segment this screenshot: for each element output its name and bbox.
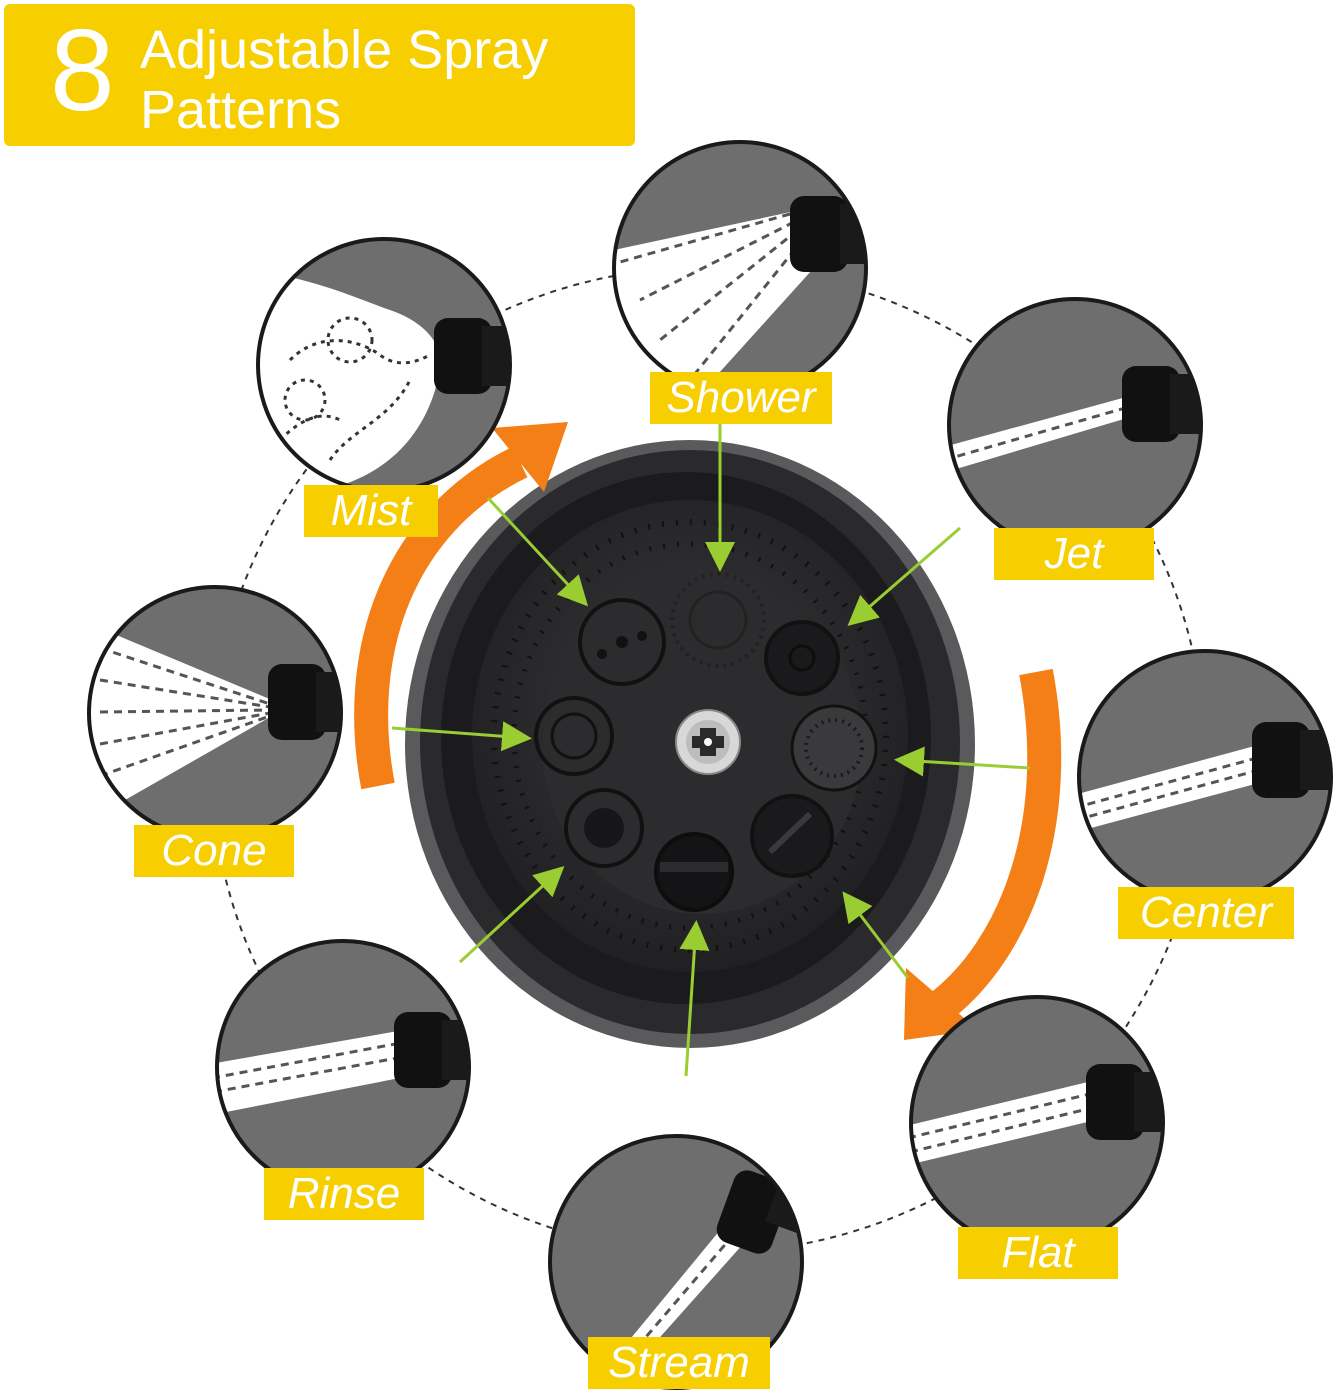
pointer-stream: [679, 920, 710, 1077]
nozzle-head: [405, 440, 975, 1048]
title-text: Adjustable Spray Patterns: [140, 20, 548, 140]
label-rinse: Rinse: [264, 1168, 424, 1220]
shower-spray-icon: [612, 140, 868, 396]
label-flat: Flat: [958, 1227, 1118, 1279]
pointer-arrows: [391, 420, 1031, 1077]
flat-spray-icon: [909, 995, 1165, 1251]
title-banner: 8 Adjustable Spray Patterns: [4, 4, 635, 146]
label-stream: Stream: [588, 1337, 770, 1389]
pointer-cone: [391, 721, 532, 752]
rinse-spray-icon: [215, 939, 471, 1195]
mist-spray-icon: [256, 237, 512, 493]
title-number: 8: [50, 5, 115, 135]
pointer-flat: [842, 891, 910, 979]
label-cone: Cone: [134, 825, 294, 877]
rotation-arrow-left: [354, 422, 568, 790]
pointer-mist: [486, 496, 589, 607]
pointer-jet: [847, 526, 961, 626]
label-center: Center: [1118, 887, 1294, 939]
title-line-2: Patterns: [140, 80, 342, 140]
label-jet: Jet: [994, 528, 1154, 580]
label-mist: Mist: [304, 485, 438, 537]
cone-spray-icon: [87, 585, 343, 841]
title-line-1: Adjustable Spray: [140, 20, 549, 80]
pointer-center: [894, 746, 1031, 777]
jet-spray-icon: [947, 297, 1203, 553]
center-spray-icon: [1077, 649, 1333, 905]
pointer-rinse: [458, 865, 565, 964]
label-shower: Shower: [650, 372, 832, 424]
